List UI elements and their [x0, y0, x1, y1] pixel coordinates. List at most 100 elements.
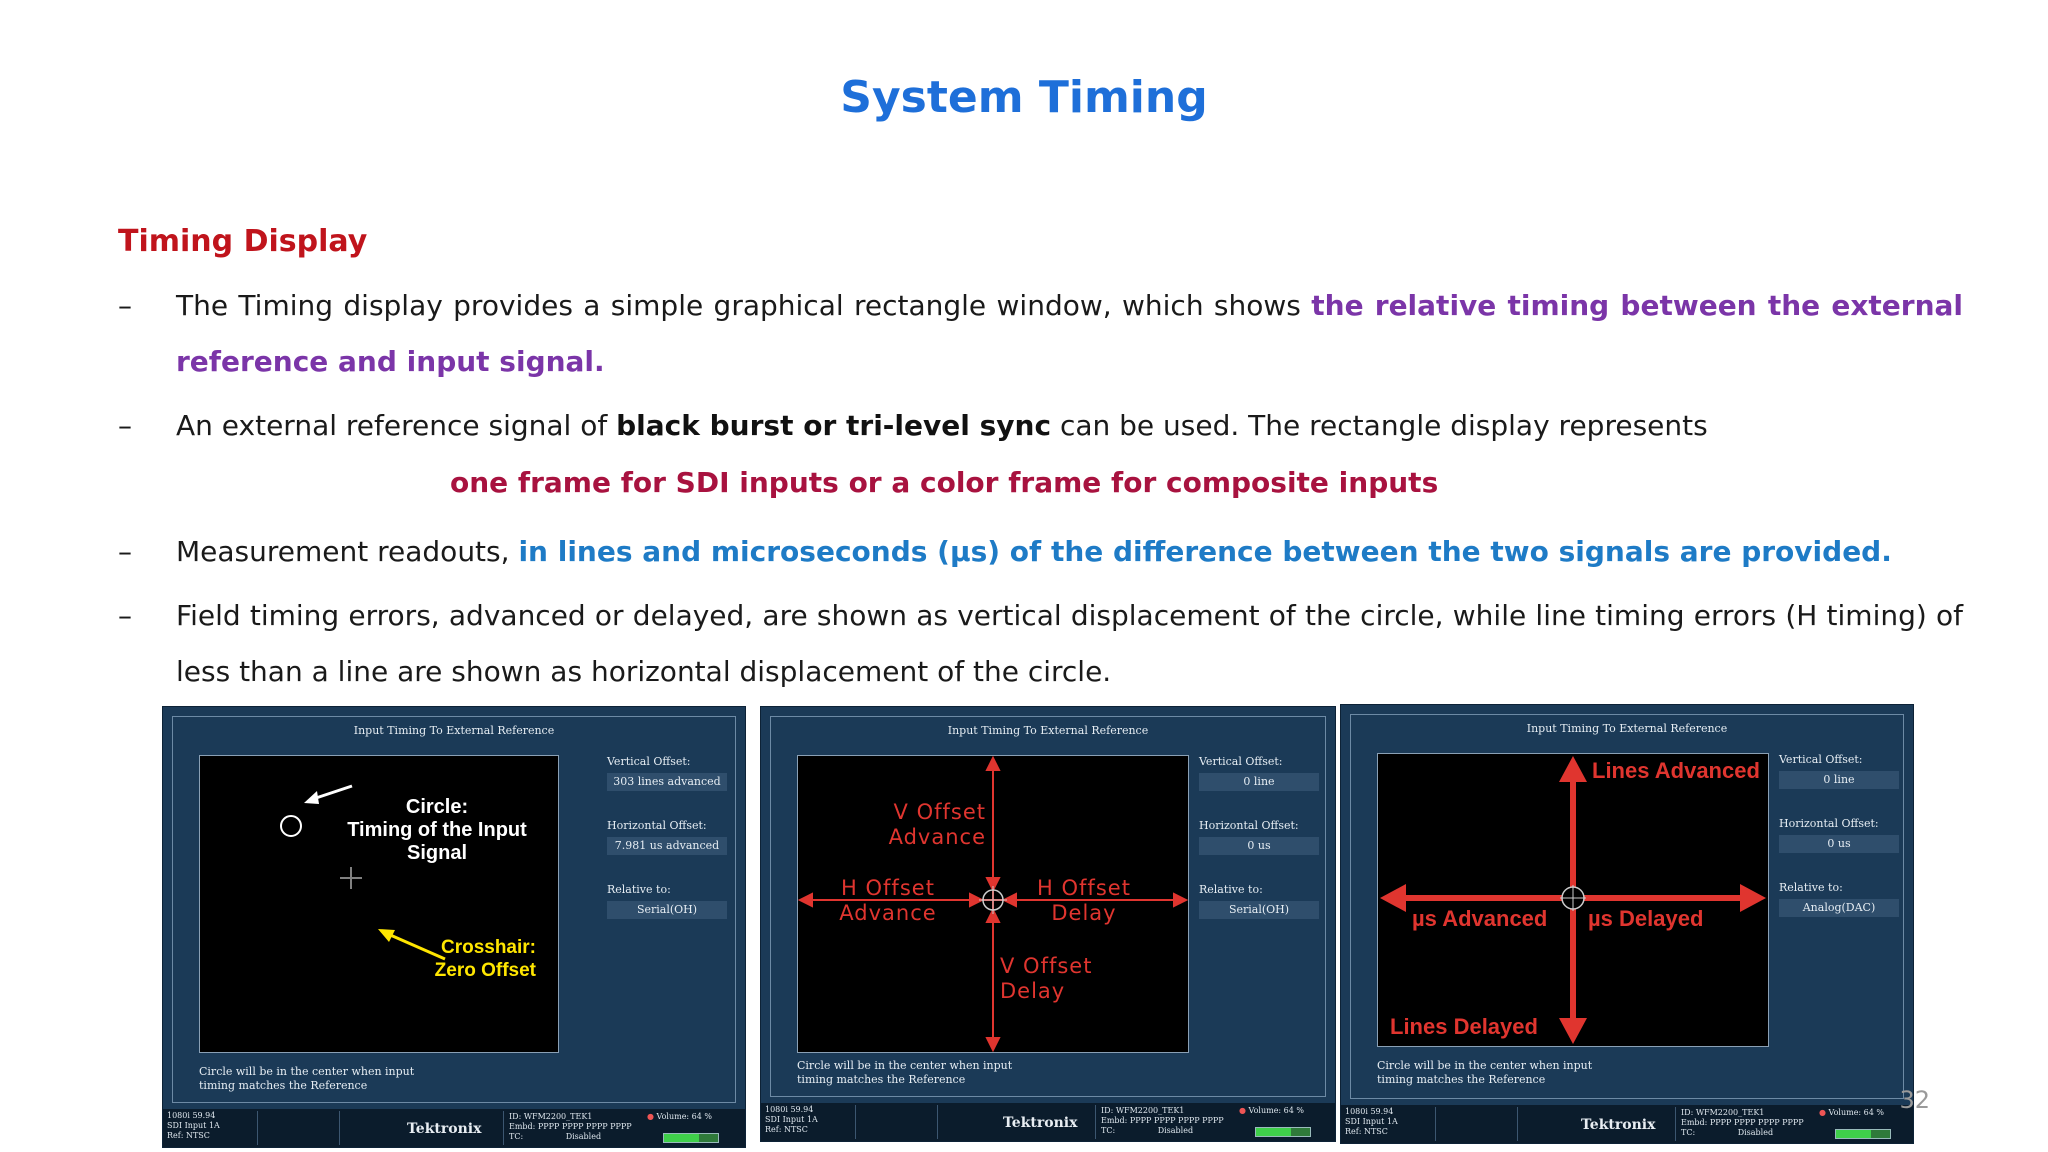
- timing-panel-circle: Input Timing To External Reference Circl…: [162, 706, 746, 1148]
- speaker-icon: ●: [1819, 1108, 1826, 1117]
- timing-graphic: [1380, 756, 1766, 1044]
- bullet-dash: –: [118, 599, 132, 632]
- panel-frame: [770, 716, 1326, 1097]
- us-advanced-label: µs Advanced: [1412, 906, 1548, 931]
- horizontal-offset-label: Horizontal Offset:: [1779, 817, 1879, 830]
- bullet-highlight: black burst or tri-level sync: [616, 409, 1052, 442]
- timing-screen: Lines Advanced µs Advanced µs Delayed Li…: [1377, 753, 1769, 1047]
- bullet-text: can be used. The rectangle display repre…: [1051, 409, 1708, 442]
- vertical-offset-value: 0 line: [1199, 773, 1319, 791]
- bullet-item: – Measurement readouts, in lines and mic…: [118, 524, 1963, 580]
- crosshair-pointer-arrowhead: [378, 929, 395, 942]
- readout-column: Vertical Offset: 0 line Horizontal Offse…: [1779, 753, 1899, 945]
- lines-delayed-label: Lines Delayed: [1390, 1014, 1538, 1039]
- us-advanced-arrowhead: [1380, 884, 1406, 912]
- volume-readout: ● Volume: 64 %: [647, 1112, 712, 1121]
- circle-pointer-arrowhead: [304, 791, 319, 804]
- tektronix-logo: Tektronix: [1003, 1115, 1078, 1131]
- panel-frame: [1350, 714, 1904, 1099]
- status-divider: [503, 1111, 504, 1145]
- bullet-text: Measurement readouts,: [176, 535, 519, 568]
- v-arrowhead-down: [985, 1037, 1001, 1053]
- status-divider: [1095, 1105, 1096, 1139]
- v-advance-arrowhead: [985, 877, 1001, 893]
- status-cell-empty: [857, 1105, 938, 1139]
- v-arrowhead-up: [985, 755, 1001, 771]
- circle-annotation: Circle: Timing of the Input Signal: [347, 796, 527, 864]
- us-delayed-label: µs Delayed: [1588, 906, 1704, 931]
- relative-to-value: Serial(OH): [607, 901, 727, 919]
- panel-frame: [172, 716, 736, 1103]
- h-advance-arrowhead: [969, 892, 985, 908]
- vertical-offset-label: Vertical Offset:: [607, 755, 691, 768]
- speaker-icon: ●: [647, 1112, 654, 1121]
- crosshair-annotation: Crosshair: Zero Offset: [434, 937, 536, 981]
- h-arrowhead-right: [1173, 892, 1189, 908]
- bullet-highlight: the relative timing between the external…: [176, 289, 1963, 378]
- bullet-text: Field timing errors, advanced or delayed…: [176, 599, 1963, 688]
- slide-title: System Timing: [840, 72, 1208, 123]
- vertical-offset-value: 0 line: [1779, 771, 1899, 789]
- tektronix-logo: Tektronix: [407, 1121, 482, 1137]
- bullet-dash: –: [118, 289, 132, 322]
- status-cell-empty: [259, 1111, 340, 1145]
- timing-graphic: [280, 784, 446, 961]
- relative-to-label: Relative to:: [1779, 881, 1843, 894]
- h-arrowhead-left: [797, 892, 813, 908]
- lines-advanced-arrowhead: [1559, 756, 1587, 782]
- crosshair-pointer-arrow: [387, 932, 446, 961]
- timing-screen: Circle: Timing of the Input Signal Cross…: [199, 755, 559, 1053]
- volume-meter: [1835, 1129, 1891, 1139]
- bullet-item: – The Timing display provides a simple g…: [118, 278, 1963, 390]
- speaker-icon: ●: [1239, 1106, 1246, 1115]
- section-title: Timing Display: [118, 224, 368, 259]
- readout-column: Vertical Offset: 0 line Horizontal Offse…: [1199, 755, 1319, 947]
- horizontal-offset-value: 7.981 us advanced: [607, 837, 727, 855]
- timing-panel-hv: Input Timing To External Reference V Off: [760, 706, 1336, 1142]
- relative-to-label: Relative to:: [607, 883, 671, 896]
- bullet-dash: –: [118, 409, 132, 442]
- readout-column: Vertical Offset: 303 lines advanced Hori…: [607, 755, 727, 947]
- bullet-highlight: in lines and microseconds (µs) of the di…: [518, 535, 1892, 568]
- v-delay-arrowhead: [985, 907, 1001, 923]
- input-signal-circle: [280, 815, 302, 837]
- bullet-item: – Field timing errors, advanced or delay…: [118, 588, 1963, 700]
- bullet-item: – An external reference signal of black …: [118, 398, 1963, 454]
- volume-meter: [663, 1133, 719, 1143]
- panel-title: Input Timing To External Reference: [947, 724, 1149, 737]
- tektronix-logo: Tektronix: [1581, 1117, 1656, 1133]
- vertical-offset-label: Vertical Offset:: [1199, 755, 1283, 768]
- status-cell-empty: [1437, 1107, 1518, 1141]
- bullet-dash: –: [118, 535, 132, 568]
- status-divider: [1675, 1107, 1676, 1141]
- bullet-text: The Timing display provides a simple gra…: [176, 289, 1312, 322]
- horizontal-offset-value: 0 us: [1199, 837, 1319, 855]
- subline-highlight: one frame for SDI inputs or a color fram…: [450, 466, 1439, 499]
- horizontal-offset-value: 0 us: [1779, 835, 1899, 853]
- vertical-offset-value: 303 lines advanced: [607, 773, 727, 791]
- h-delay-arrowhead: [1001, 892, 1017, 908]
- panel-title: Input Timing To External Reference: [1526, 722, 1728, 735]
- horizontal-offset-label: Horizontal Offset:: [607, 819, 707, 832]
- volume-readout: ● Volume: 64 %: [1239, 1106, 1304, 1115]
- lines-delayed-arrowhead: [1559, 1018, 1587, 1044]
- lines-advanced-label: Lines Advanced: [1592, 758, 1760, 783]
- timing-graphic: [797, 755, 1189, 1053]
- bullet-text: An external reference signal of: [176, 409, 617, 442]
